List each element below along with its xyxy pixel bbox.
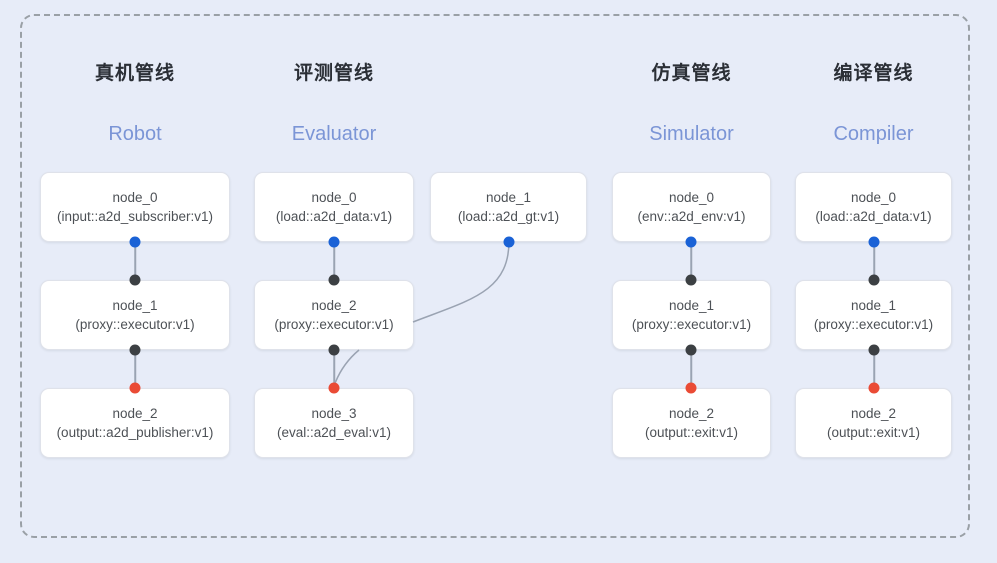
port-input-sink[interactable] [868,382,880,394]
port-output-source[interactable] [503,236,515,248]
node-box[interactable]: node_2(output::exit:v1) [795,388,952,458]
port-input-sink[interactable] [685,382,697,394]
node-type: (eval::a2d_eval:v1) [276,425,392,440]
edge-connector [873,242,875,280]
port-output[interactable] [129,344,141,356]
port-output-source[interactable] [129,236,141,248]
node-name: node_1 [112,298,158,313]
column-title-cn: 真机管线 [94,63,175,84]
node-type: (proxy::executor:v1) [274,317,394,332]
node-box[interactable]: node_2(output::exit:v1) [612,388,771,458]
node-type: (output::exit:v1) [644,425,739,440]
edge-connector [690,242,692,280]
port-output[interactable] [868,344,880,356]
node-name: node_2 [850,406,897,421]
node-box[interactable]: node_1(proxy::executor:v1) [40,280,230,350]
edge-connector [690,350,692,388]
node-name: node_2 [311,298,357,313]
node-name: node_0 [668,190,715,205]
node-type: (load::a2d_data:v1) [815,209,932,224]
node-type: (output::exit:v1) [826,425,921,440]
node-name: node_1 [668,298,715,313]
column-title-cn: 评测管线 [293,63,374,84]
node-box[interactable]: node_0(env::a2d_env:v1) [612,172,771,242]
node-type: (input::a2d_subscriber:v1) [56,209,214,224]
node-box[interactable]: node_0(load::a2d_data:v1) [254,172,414,242]
node-name: node_1 [850,298,897,313]
node-name: node_0 [112,190,158,205]
node-box[interactable]: node_1(proxy::executor:v1) [612,280,771,350]
node-name: node_3 [311,406,357,421]
port-input[interactable] [685,274,697,286]
node-name: node_1 [485,190,532,205]
edge-connector [873,350,875,388]
node-box[interactable]: node_1(load::a2d_gt:v1) [430,172,587,242]
node-box[interactable]: node_0(input::a2d_subscriber:v1) [40,172,230,242]
node-type: (proxy::executor:v1) [75,317,195,332]
port-input-sink[interactable] [129,382,141,394]
port-input-sink[interactable] [328,382,340,394]
port-output-source[interactable] [868,236,880,248]
port-output[interactable] [328,344,340,356]
column-title-en: Evaluator [291,123,377,145]
node-name: node_2 [668,406,715,421]
node-name: node_2 [112,406,158,421]
node-type: (load::a2d_gt:v1) [457,209,560,224]
edge-connector [333,242,335,280]
port-output[interactable] [685,344,697,356]
port-input[interactable] [328,274,340,286]
edge-connector [134,350,136,388]
node-box[interactable]: node_2(proxy::executor:v1) [254,280,414,350]
port-output-source[interactable] [685,236,697,248]
port-input[interactable] [129,274,141,286]
node-name: node_0 [311,190,357,205]
port-input[interactable] [868,274,880,286]
node-box[interactable]: node_3(eval::a2d_eval:v1) [254,388,414,458]
node-type: (proxy::executor:v1) [631,317,752,332]
node-box[interactable]: node_1(proxy::executor:v1) [795,280,952,350]
edge-connector [134,242,136,280]
column-title-en: Simulator [649,123,734,145]
node-type: (env::a2d_env:v1) [637,209,746,224]
node-name: node_0 [850,190,897,205]
node-box[interactable]: node_0(load::a2d_data:v1) [795,172,952,242]
column-title-cn: 仿真管线 [651,63,732,84]
column-title-en: Compiler [833,123,914,145]
node-type: (proxy::executor:v1) [813,317,934,332]
node-type: (output::a2d_publisher:v1) [56,425,214,440]
column-title-cn: 编译管线 [833,63,914,84]
node-type: (load::a2d_data:v1) [275,209,393,224]
node-box[interactable]: node_2(output::a2d_publisher:v1) [40,388,230,458]
port-output-source[interactable] [328,236,340,248]
column-title-en: Robot [108,123,162,145]
pipeline-group-frame [20,14,970,538]
